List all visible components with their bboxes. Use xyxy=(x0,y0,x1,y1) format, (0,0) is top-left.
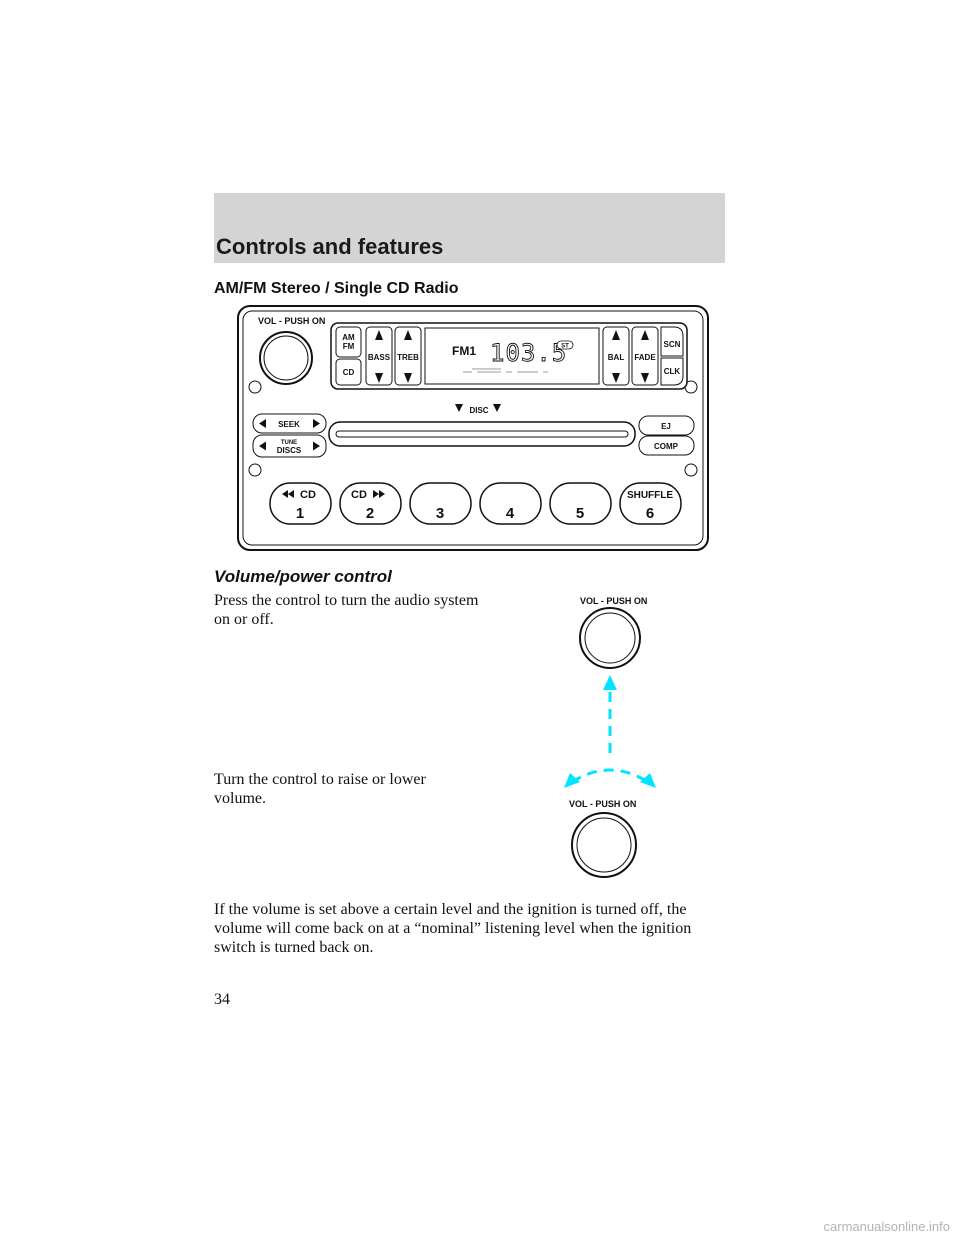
svg-text:EJ: EJ xyxy=(661,422,671,431)
svg-text:2: 2 xyxy=(366,505,374,522)
volume-section-title: Volume/power control xyxy=(214,567,392,586)
page-number: 34 xyxy=(214,991,230,1008)
push-and-turn-arrows-icon xyxy=(564,675,656,788)
press-instruction: Press the control to turn the audio syst… xyxy=(214,592,479,628)
svg-text:AM: AM xyxy=(342,333,355,342)
disc-label: DISC xyxy=(469,406,488,415)
turn-instruction: Turn the control to raise or lower volum… xyxy=(214,771,426,807)
knob-label-top: VOL - PUSH ON xyxy=(580,596,648,606)
bal-up-icon xyxy=(612,330,620,340)
svg-text:3: 3 xyxy=(436,505,444,522)
fade-down-icon xyxy=(641,373,649,383)
page-header-title: Controls and features xyxy=(216,234,444,259)
clock-button[interactable]: CLK xyxy=(660,357,684,386)
header-band xyxy=(214,193,725,263)
frequency-display: 103.5 xyxy=(490,339,567,367)
stereo-indicator: ST xyxy=(561,344,569,350)
svg-text:CD: CD xyxy=(300,489,316,501)
svg-text:TUNE: TUNE xyxy=(281,440,297,446)
disc-arrow-right-icon xyxy=(493,404,501,412)
svg-text:SHUFFLE: SHUFFLE xyxy=(627,490,673,501)
svg-text:FADE: FADE xyxy=(634,353,656,362)
eject-button[interactable]: EJ xyxy=(638,415,695,436)
cd-slot[interactable] xyxy=(328,421,636,447)
bass-control[interactable]: BASS xyxy=(365,326,393,386)
tune-discs-button[interactable]: TUNE DISCS xyxy=(252,434,327,458)
seek-button[interactable]: SEEK xyxy=(252,413,327,434)
preset-button-3[interactable]: 3 xyxy=(409,482,472,525)
screw-icon xyxy=(248,463,262,477)
bal-control[interactable]: BAL xyxy=(602,326,630,386)
bass-down-icon xyxy=(375,373,383,383)
svg-text:CD: CD xyxy=(351,489,367,501)
tune-left-icon xyxy=(259,441,266,451)
svg-text:5: 5 xyxy=(576,505,584,522)
svg-text:6: 6 xyxy=(646,505,654,522)
svg-text:BASS: BASS xyxy=(368,353,391,362)
svg-text:COMP: COMP xyxy=(654,442,679,451)
seek-left-icon xyxy=(259,419,266,428)
vol-label: VOL - PUSH ON xyxy=(258,316,325,326)
svg-text:SCN: SCN xyxy=(664,340,681,349)
svg-text:SEEK: SEEK xyxy=(278,420,300,429)
tune-right-icon xyxy=(313,441,320,451)
svg-text:TREB: TREB xyxy=(397,353,419,362)
screw-icon xyxy=(684,463,698,477)
preset-button-1[interactable]: CD 1 xyxy=(269,482,332,525)
preset-button-4[interactable]: 4 xyxy=(479,482,542,525)
cd-button[interactable]: CD xyxy=(335,358,362,386)
volume-knob-illustration-top xyxy=(579,607,641,669)
footer-watermark: carmanualsonline.info xyxy=(823,1219,950,1234)
svg-text:1: 1 xyxy=(296,505,304,522)
svg-text:FM: FM xyxy=(343,342,355,351)
preset-button-2[interactable]: CD 2 xyxy=(339,482,402,525)
treb-up-icon xyxy=(404,330,412,340)
radio-faceplate-illustration: VOL - PUSH ON AM FM CD BASS TREB FM1 103… xyxy=(237,305,709,551)
fade-control[interactable]: FADE xyxy=(631,326,659,386)
scan-button[interactable]: SCN xyxy=(660,326,684,357)
svg-text:CD: CD xyxy=(343,368,355,377)
bal-down-icon xyxy=(612,373,620,383)
svg-text:DISCS: DISCS xyxy=(277,446,302,455)
preset-button-6[interactable]: SHUFFLE 6 xyxy=(619,482,682,525)
band-label: FM1 xyxy=(452,344,476,358)
rewind-icon xyxy=(282,490,288,498)
svg-text:CLK: CLK xyxy=(664,367,681,376)
preset-button-5[interactable]: 5 xyxy=(549,482,612,525)
disc-arrow-left-icon xyxy=(455,404,463,412)
volume-knob-illustration-bottom xyxy=(571,812,637,878)
section-title: AM/FM Stereo / Single CD Radio xyxy=(214,280,459,297)
fast-forward-icon xyxy=(373,490,379,498)
volume-note: If the volume is set above a certain lev… xyxy=(214,901,692,956)
volume-knob[interactable] xyxy=(259,331,313,385)
am-fm-button[interactable]: AM FM xyxy=(335,326,362,358)
seek-right-icon xyxy=(313,419,320,428)
knob-label-bottom: VOL - PUSH ON xyxy=(569,799,637,809)
comp-button[interactable]: COMP xyxy=(638,435,695,456)
treb-control[interactable]: TREB xyxy=(394,326,422,386)
bass-up-icon xyxy=(375,330,383,340)
treb-down-icon xyxy=(404,373,412,383)
display-panel: FM1 103.5 ST xyxy=(424,327,600,385)
screw-icon xyxy=(248,380,262,394)
fade-up-icon xyxy=(641,330,649,340)
svg-text:BAL: BAL xyxy=(608,353,625,362)
svg-text:4: 4 xyxy=(506,505,515,522)
